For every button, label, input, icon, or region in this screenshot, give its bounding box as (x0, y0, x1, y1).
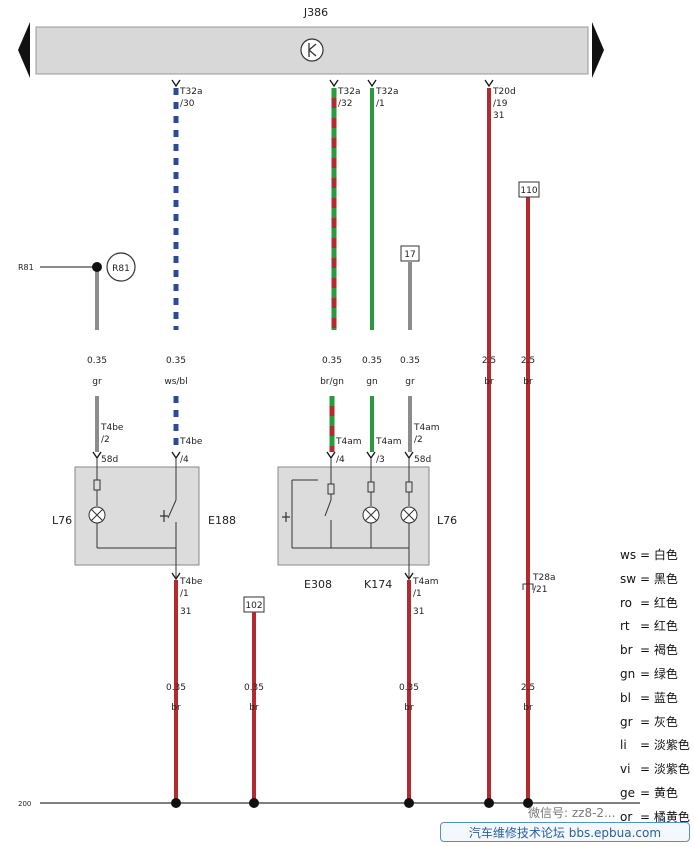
ref-102-label: 102 (245, 601, 262, 611)
legend-row: or = 橘黄色 (620, 806, 694, 830)
control-unit-icon-symbol (308, 43, 317, 57)
legend-code: ws (620, 548, 637, 562)
legend-text: = 红色 (640, 619, 678, 634)
ref-box-110 (518, 181, 540, 198)
legend-code: br (620, 643, 633, 658)
switch-box-left-circuit (88, 458, 177, 580)
forum-banner: 汽车维修技术论坛 bbs.epbua.com (440, 822, 690, 842)
ref-17-label: 17 (404, 250, 415, 260)
control-unit-icon (300, 38, 324, 62)
legend-text: = 灰色 (640, 714, 678, 729)
signal-in-label: R81 (18, 263, 34, 272)
wire-color-legend: ws= 白色 sw= 黑色 ro = 红色 rt = 红色 br = 褐色 gn = 绿… (620, 544, 694, 830)
legend-row: ws= 白色 (620, 544, 694, 568)
module-label: J386 (303, 6, 328, 19)
ground-junctions (171, 798, 533, 808)
legend-row: sw= 黑色 (620, 568, 694, 592)
legend-text: = 绿色 (640, 666, 678, 681)
conn-t4be-4: T4be/4 (179, 437, 203, 465)
left-arrow-icon (18, 22, 30, 78)
conn-t32a-30: T32a/30 (179, 87, 202, 109)
legend-code: vi (620, 762, 631, 777)
switch-symbol-icon-right (282, 512, 290, 522)
legend-row: rt = 红色 (620, 615, 694, 639)
legend-code: li (620, 738, 627, 753)
conn-t32a-1: T32a/1 (375, 87, 398, 109)
legend-text: = 淡紫色 (640, 762, 690, 777)
label-k174: K174 (364, 578, 392, 591)
legend-code: sw (620, 571, 637, 586)
junction-dot (92, 262, 102, 272)
legend-row: vi = 淡紫色 (620, 758, 694, 782)
switch-box-right-circuit (291, 458, 418, 580)
legend-text: = 黑色 (640, 571, 678, 586)
ref-box-17 (400, 245, 420, 262)
legend-code: ro (620, 595, 633, 610)
label-e308: E308 (304, 578, 332, 591)
legend-text: = 淡紫色 (640, 738, 690, 753)
legend-text: = 蓝色 (640, 690, 678, 705)
conn-t32a-32: T32a/32 (337, 87, 360, 109)
legend-row: ge = 黄色 (620, 782, 694, 806)
conn-t4am-3: T4am/3 (375, 437, 402, 465)
legend-text: = 白色 (640, 548, 678, 562)
r81-symbol-circle (106, 252, 136, 282)
legend-code: gn (620, 666, 636, 681)
label-l76-right: L76 (437, 514, 457, 527)
conn-t28a: T28a/21 (532, 573, 555, 595)
legend-row: br = 褐色 (620, 639, 694, 663)
legend-code: ge (620, 785, 635, 800)
r81-symbol-label: R81 (112, 264, 130, 274)
ground-bus-label: 200 (18, 800, 31, 808)
label-e188: E188 (208, 514, 236, 527)
legend-row: bl = 蓝色 (620, 687, 694, 711)
legend-text: = 黄色 (640, 785, 678, 800)
legend-row: gr = 灰色 (620, 711, 694, 735)
legend-text: = 橘黄色 (640, 809, 690, 824)
wechat-watermark: 微信号: zz8-2... (528, 806, 616, 820)
legend-code: or (620, 809, 633, 824)
legend-text: = 红色 (640, 595, 678, 610)
legend-text: = 褐色 (640, 643, 678, 658)
legend-code: gr (620, 714, 633, 729)
conn-t4am-4: T4am/4 (335, 437, 362, 465)
right-arrow-icon (592, 22, 604, 78)
legend-row: ro = 红色 (620, 592, 694, 616)
ref-110-label: 110 (520, 186, 537, 196)
legend-row: gn = 绿色 (620, 663, 694, 687)
connector-symbol-icon (522, 583, 534, 590)
switch-symbol-icon-left (160, 510, 168, 522)
label-l76-left: L76 (52, 514, 72, 527)
legend-code: rt (620, 619, 630, 634)
legend-row: li = 淡紫色 (620, 734, 694, 758)
legend-code: bl (620, 690, 631, 705)
